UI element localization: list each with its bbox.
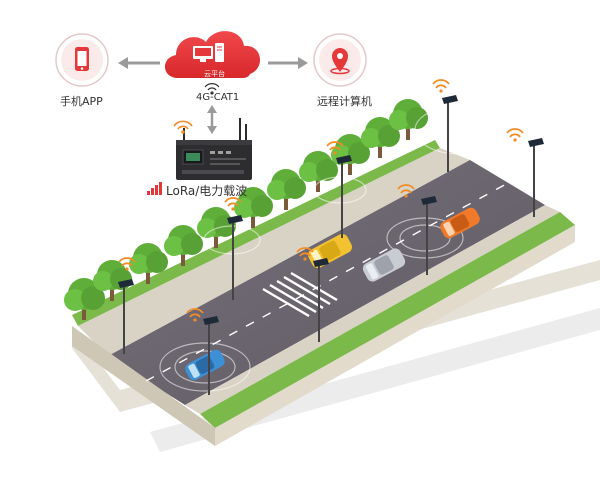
tree-icon: [389, 99, 428, 140]
arrow-cloud-gateway: [207, 105, 217, 134]
location-pin-icon: [330, 48, 350, 75]
lane-markings: [145, 182, 509, 382]
car-icon: [440, 207, 480, 239]
phone-icon: [75, 47, 89, 71]
phone-app-label: 手机APP: [60, 95, 103, 108]
tree-icon: [299, 151, 338, 192]
street-lights: [118, 79, 544, 395]
tree-icon: [234, 187, 273, 228]
tree-icon: [361, 117, 400, 158]
solar-street-light-icon: [296, 247, 329, 342]
tree-icon: [164, 225, 203, 266]
tree-icon: [129, 243, 168, 284]
solar-street-light-icon: [432, 79, 458, 172]
solar-street-light-icon: [118, 257, 136, 354]
solar-street-light-icon: [506, 128, 544, 217]
phone-app-node: [55, 33, 109, 87]
solar-street-light-icon: [326, 141, 352, 238]
arrow-to-phone: [118, 57, 160, 69]
remote-computer-label: 远程计算机: [317, 95, 372, 108]
car-icon: [362, 248, 406, 282]
gateway-link-label: LoRa/电力载波: [166, 184, 248, 198]
solar-street-light-icon: [186, 308, 219, 395]
signal-bars-icon: [147, 182, 162, 195]
arrow-to-computer: [268, 57, 308, 69]
wifi-signal-icon: [173, 120, 193, 134]
network-label: 4G-CAT1: [196, 92, 240, 103]
ground-block: [72, 140, 600, 452]
tree-icon: [267, 169, 306, 210]
cloud-server-icon: [164, 31, 261, 78]
wifi-signal-icon: [204, 83, 220, 95]
cloud-platform-label: 云平台: [204, 70, 225, 78]
crosswalk: [262, 271, 338, 318]
solar-street-light-icon: [397, 184, 437, 275]
solar-street-light-icon: [224, 197, 243, 300]
tree-icon: [64, 278, 105, 320]
tree-row: [64, 99, 428, 320]
gateway-device-icon: [176, 118, 252, 180]
remote-computer-node: [313, 33, 367, 87]
